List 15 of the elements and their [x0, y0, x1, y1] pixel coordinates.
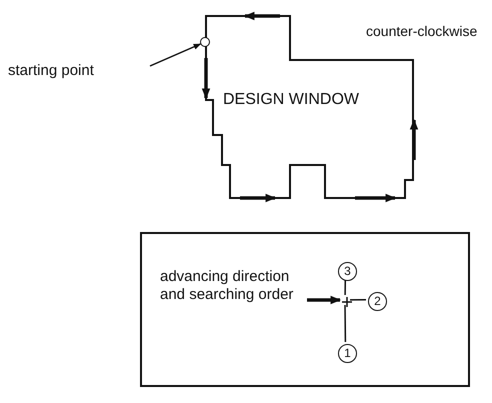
cross-junction [342, 297, 352, 307]
search-line [350, 298, 366, 301]
search-line [344, 305, 346, 342]
starting-point-marker [200, 37, 210, 47]
direction-label: counter-clockwise [366, 22, 478, 40]
window-title: DESIGN WINDOW [223, 91, 359, 109]
circled-number: 3 [338, 262, 357, 281]
arrow [307, 296, 342, 304]
circled-number: 2 [368, 292, 387, 311]
caption-text: advancing direction and searching order [160, 268, 305, 306]
panel-box [140, 232, 470, 387]
circled-number: 1 [338, 344, 357, 363]
caption-text: starting point [8, 62, 146, 82]
leader-arrow [150, 43, 202, 67]
search-line [344, 278, 346, 296]
